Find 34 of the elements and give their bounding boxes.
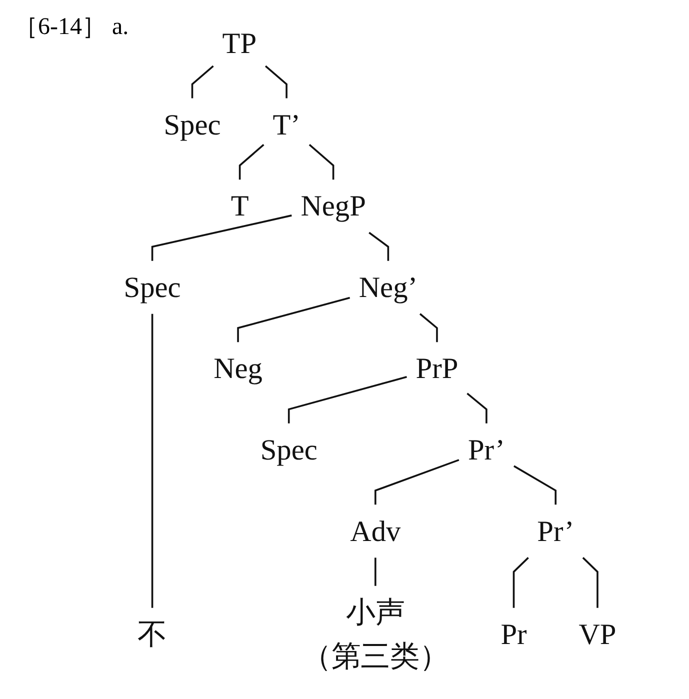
- tree-label: Pr’: [537, 514, 574, 548]
- tree-label: PrP: [416, 352, 458, 385]
- tree-branch: [237, 296, 350, 342]
- example-number: ［6-14］ a.: [14, 13, 129, 42]
- tree-branch: [308, 144, 334, 180]
- tree-label: NegP: [300, 190, 366, 222]
- tree-label: Pr’: [468, 434, 505, 466]
- tree-label: Neg’: [358, 271, 418, 304]
- tree-branch: [582, 557, 598, 608]
- tree-branch: [514, 465, 557, 505]
- tree-branch: [466, 392, 488, 424]
- tree-branch: [238, 144, 264, 180]
- tree-label: Pr: [500, 618, 527, 651]
- tree-branch: [288, 376, 407, 424]
- tree-branch: [368, 232, 390, 261]
- tree-label: TP: [222, 27, 257, 60]
- tree-label: Spec: [124, 271, 181, 304]
- tree-label: 不: [138, 618, 167, 651]
- tree-branch: [191, 65, 214, 98]
- tree-label: T’: [272, 108, 300, 142]
- tree-branch: [264, 65, 288, 98]
- tree-label: Spec: [164, 108, 221, 142]
- tree-branch: [374, 459, 460, 505]
- tree-label: Neg: [214, 352, 262, 385]
- tree-label: Adv: [350, 514, 401, 548]
- tree-branch: [512, 557, 529, 608]
- tree-label: T: [230, 190, 249, 222]
- tree-branch: [151, 314, 154, 608]
- tree-label: Spec: [260, 434, 318, 466]
- tree-branch: [419, 313, 438, 342]
- tree-branch: [151, 214, 292, 261]
- tree-branch: [374, 558, 376, 586]
- tree-label: 小声 （第三类）: [302, 596, 449, 673]
- tree-label: VP: [578, 618, 616, 651]
